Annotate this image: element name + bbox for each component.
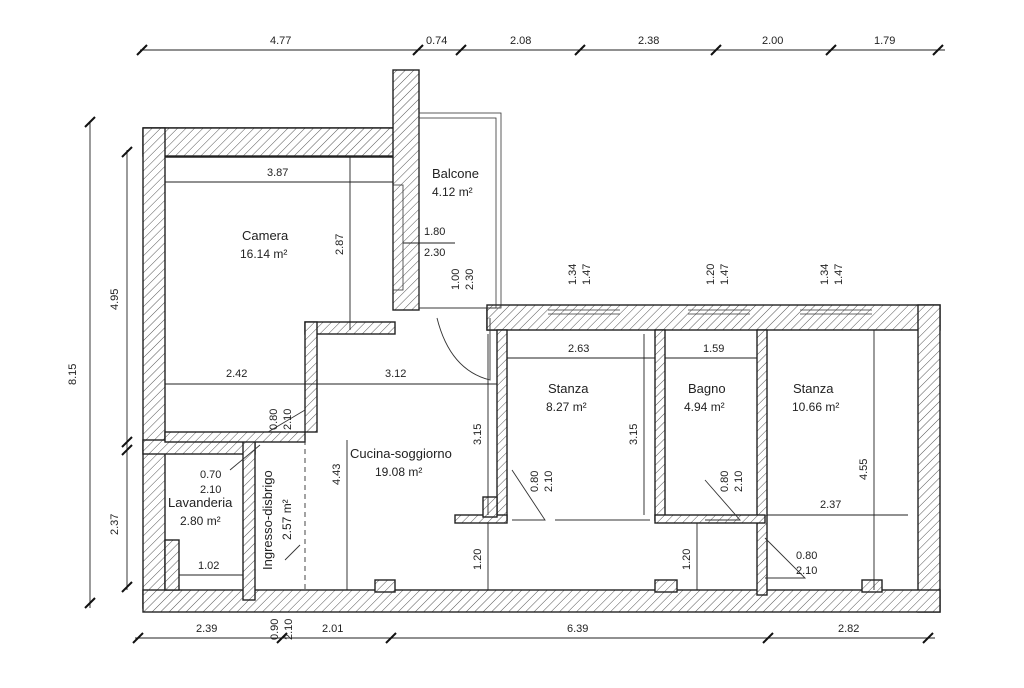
dim-top-3: 2.08: [510, 35, 531, 47]
room-bagno-area: 4.94 m²: [684, 400, 725, 414]
wall-lav-notch: [164, 539, 180, 591]
bottom-dimension-chain: [132, 632, 935, 644]
wall-corridor-1: [454, 514, 508, 524]
dim-win-bagno-1: 1.20: [705, 264, 717, 285]
room-ingresso-area: 2.57 m²: [280, 499, 294, 540]
dim-top-5: 2.00: [762, 35, 783, 47]
dim-door-camera-1: 0.80: [268, 409, 280, 430]
dim-door-stanza1-2: 2.10: [543, 471, 555, 492]
dim-door-stanza1-1: 0.80: [529, 471, 541, 492]
room-cucina-area: 19.08 m²: [375, 465, 422, 479]
wall-right: [917, 304, 941, 613]
dim-win-stanza2-1: 1.34: [819, 264, 831, 285]
wall-stanza-bagno: [654, 329, 666, 521]
dim-camera-lower: 2.42: [226, 368, 247, 380]
dim-bottom-door-1: 0.90: [269, 619, 281, 640]
dim-cucina-side: 3.15: [472, 424, 484, 445]
dim-camera-height: 2.87: [334, 234, 346, 255]
dim-stanza1-width: 2.63: [568, 343, 589, 355]
top-dimension-chain: [136, 44, 945, 56]
dim-cucina-height: 4.43: [331, 464, 343, 485]
dim-top-6: 1.79: [874, 35, 895, 47]
wall-camera-bottom: [164, 431, 306, 443]
wall-column: [482, 496, 498, 518]
dim-corridor-2: 1.20: [681, 549, 693, 570]
wall-bagno-stanza: [756, 329, 768, 596]
room-bagno-name: Bagno: [688, 381, 726, 396]
dim-left-1: 4.95: [109, 289, 121, 310]
dim-door-bagno-1: 0.80: [719, 471, 731, 492]
dim-left-total: 8.15: [67, 364, 79, 385]
inner-dimension-lines: [165, 157, 908, 590]
dim-door-camera-2: 2.10: [282, 409, 294, 430]
room-camera-area: 16.14 m²: [240, 247, 287, 261]
dim-top-1: 4.77: [270, 35, 291, 47]
dim-win-stanza1-2: 1.47: [581, 264, 593, 285]
dim-stanza2-height: 4.55: [858, 459, 870, 480]
dim-bottom-4: 2.82: [838, 623, 859, 635]
dim-bottom-3: 6.39: [567, 623, 588, 635]
dim-bagno-width: 1.59: [703, 343, 724, 355]
dim-bottom-1: 2.39: [196, 623, 217, 635]
wall-lavanderia-right: [242, 439, 256, 601]
dim-balcony-door-2: 2.30: [464, 269, 476, 290]
doors: [229, 317, 807, 590]
wall-corridor-2: [654, 514, 766, 524]
dim-stanza1-height: 3.15: [628, 424, 640, 445]
dim-win-bagno-2: 1.47: [719, 264, 731, 285]
windows: [392, 184, 872, 315]
wall-cucina-stanza: [496, 329, 508, 521]
wall-top-camera: [142, 127, 397, 157]
left-dimension-chains: [84, 116, 133, 609]
wall-bottom: [142, 589, 941, 613]
room-camera-name: Camera: [242, 228, 289, 243]
dim-window-balcony-2: 2.30: [424, 247, 445, 259]
room-lavanderia-area: 2.80 m²: [180, 514, 221, 528]
dim-camera-width: 3.87: [267, 167, 288, 179]
dim-left-2: 2.37: [109, 514, 121, 535]
room-cucina-name: Cucina-soggiorno: [350, 446, 452, 461]
dim-top-4: 2.38: [638, 35, 659, 47]
dim-window-balcony-1: 1.80: [424, 226, 445, 238]
room-balcone-name: Balcone: [432, 166, 479, 181]
dim-door-lav-2: 2.10: [200, 484, 221, 496]
dim-win-stanza1-1: 1.34: [567, 264, 579, 285]
dim-top-2: 0.74: [426, 35, 447, 47]
room-stanza1-name: Stanza: [548, 381, 589, 396]
wall-ingresso-left: [304, 321, 318, 433]
room-ingresso-name: Ingresso-disbrigo: [260, 470, 275, 570]
wall-notch-1: [374, 579, 396, 593]
dim-stanza2-width: 2.37: [820, 499, 841, 511]
wall-left: [142, 127, 166, 609]
dim-door-stanza2-2: 2.10: [796, 565, 817, 577]
dim-door-lav-1: 0.70: [200, 469, 221, 481]
room-stanza2-name: Stanza: [793, 381, 834, 396]
dim-door-bagno-2: 2.10: [733, 471, 745, 492]
dim-cucina-width: 3.12: [385, 368, 406, 380]
wall-notch-2: [654, 579, 678, 593]
dim-balcony-door-1: 1.00: [450, 269, 462, 290]
dim-door-stanza2-1: 0.80: [796, 550, 817, 562]
wall-notch-3: [861, 579, 883, 593]
room-balcone-area: 4.12 m²: [432, 185, 473, 199]
dim-lav-width: 1.02: [198, 560, 219, 572]
room-stanza1-area: 8.27 m²: [546, 400, 587, 414]
dim-bottom-2: 2.01: [322, 623, 343, 635]
wall-balcony-tower: [392, 69, 420, 311]
room-lavanderia-name: Lavanderia: [168, 495, 233, 510]
balcony-railing-inner: [418, 117, 497, 309]
dim-corridor-1: 1.20: [472, 549, 484, 570]
dim-bottom-door-2: 2.10: [283, 619, 295, 640]
dim-win-stanza2-2: 1.47: [833, 264, 845, 285]
room-stanza2-area: 10.66 m²: [792, 400, 839, 414]
wall-top-right: [486, 304, 941, 331]
walls: [142, 69, 941, 613]
